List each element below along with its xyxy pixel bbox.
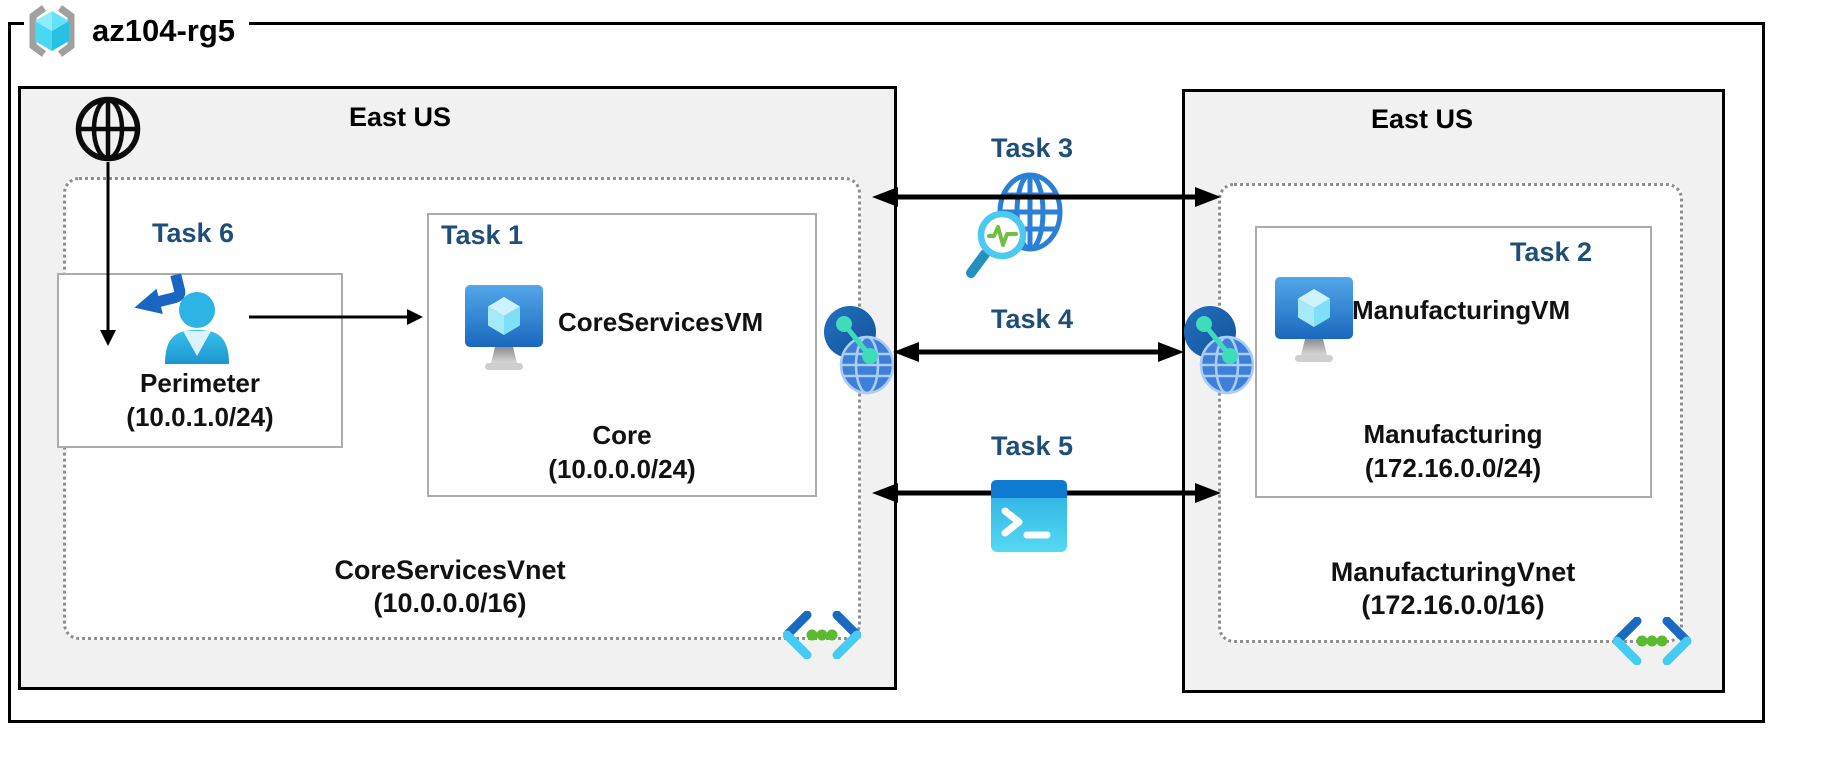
resource-group-chip: az104-rg5 (24, 0, 250, 62)
coreservices-vnet-label: CoreServicesVnet (10.0.0.0/16) (300, 554, 600, 620)
manufacturing-subnet-label: Manufacturing (172.16.0.0/24) (1303, 417, 1603, 485)
cloud-shell-icon (991, 479, 1067, 553)
vnet-icon-left (783, 611, 861, 659)
guest-user-icon (125, 274, 235, 366)
perimeter-cidr: (10.0.1.0/24) (126, 402, 274, 432)
vnet-name: CoreServicesVnet (334, 555, 566, 585)
subnet-name: Core (592, 420, 652, 450)
vnet-name: ManufacturingVnet (1330, 557, 1576, 587)
vm-name-coreservices: CoreServicesVM (558, 307, 764, 337)
resource-group-icon (24, 2, 80, 60)
subnet-cidr: (172.16.0.0/24) (1364, 453, 1542, 483)
subnet-name: Manufacturing (1363, 419, 1543, 449)
vnet-cidr: (10.0.0.0/16) (373, 588, 527, 618)
vnet-peering-icon-right (1184, 304, 1254, 396)
task6-label: Task 6 (151, 218, 235, 248)
manufacturing-vnet-label: ManufacturingVnet (172.16.0.0/16) (1303, 556, 1603, 622)
task5-label: Task 5 (990, 431, 1074, 461)
resource-group-label: az104-rg5 (92, 13, 236, 48)
vm-icon-coreservices (465, 285, 543, 379)
vm-icon-manufacturing (1275, 277, 1353, 371)
subnet-cidr: (10.0.0.0/24) (548, 454, 696, 484)
vnet-peering-icon-left (824, 304, 894, 396)
region-left-title: East US (348, 102, 452, 132)
task1-label: Task 1 (441, 220, 524, 250)
vm-name-manufacturing: ManufacturingVM (1352, 295, 1571, 325)
internet-icon (75, 96, 141, 162)
perimeter-name: Perimeter (140, 368, 260, 398)
vnet-icon-right (1613, 617, 1691, 665)
task2-label: Task 2 (1509, 237, 1592, 267)
task3-label: Task 3 (990, 133, 1074, 163)
core-subnet-label: Core (10.0.0.0/24) (472, 418, 772, 486)
core-subnet-box (427, 213, 817, 497)
region-right-title: East US (1370, 104, 1474, 134)
vnet-cidr: (172.16.0.0/16) (1361, 590, 1545, 620)
network-watcher-icon (966, 170, 1068, 282)
perimeter-label: Perimeter (10.0.1.0/24) (50, 366, 350, 434)
resource-group-frame (8, 22, 1765, 723)
task4-label: Task 4 (990, 304, 1074, 334)
